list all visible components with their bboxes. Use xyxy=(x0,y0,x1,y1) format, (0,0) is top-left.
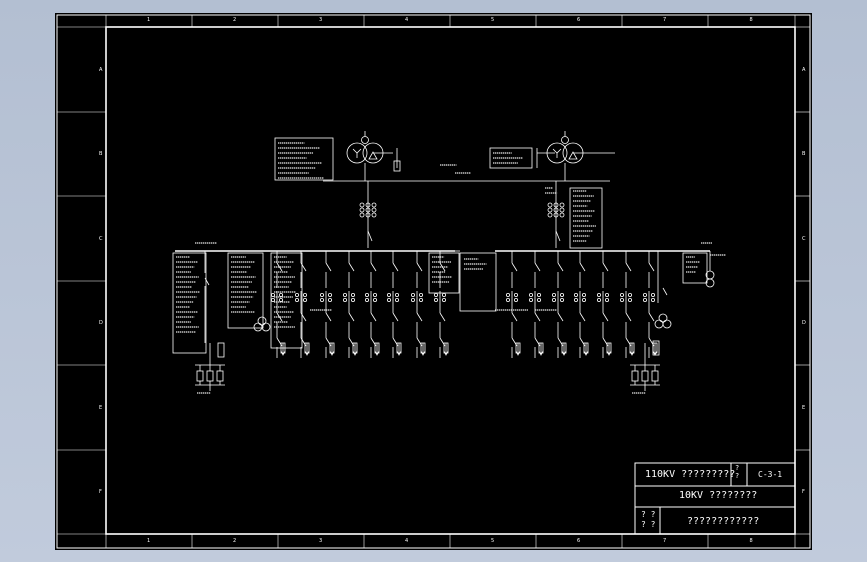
row-label-A: A xyxy=(99,66,103,73)
column-label-4: 4 xyxy=(405,17,409,23)
panel-left-2-text xyxy=(231,256,257,313)
panel-pt-left-text xyxy=(176,256,200,333)
title-block xyxy=(634,462,796,535)
outer-border xyxy=(56,14,811,549)
column-label-8: 8 xyxy=(749,17,753,23)
drawing-name: 10KV ???????? xyxy=(679,490,758,501)
column-label-3: 3 xyxy=(319,17,323,23)
feeder-left-4 xyxy=(342,251,358,358)
bus-coupler-cubicle xyxy=(459,252,497,312)
row-label-right-B: B xyxy=(802,151,806,157)
column-label-7: 7 xyxy=(663,17,667,23)
single-line-diagram xyxy=(56,14,811,549)
fuse xyxy=(217,342,225,358)
feeder-left-3 xyxy=(319,251,335,358)
ct-stack-incomer-2 xyxy=(547,202,565,218)
feeder-right-4 xyxy=(574,251,589,358)
zone-ticks xyxy=(57,15,810,548)
fuse xyxy=(652,340,660,356)
main-transformer-2 xyxy=(546,131,584,164)
feeder-left-5 xyxy=(364,251,380,358)
row-label-B: B xyxy=(99,151,103,157)
row-label-right-A: A xyxy=(802,66,806,73)
feeder-right-2 xyxy=(528,251,544,358)
transformer-1-spec-box xyxy=(274,137,334,181)
wire xyxy=(204,277,210,286)
annotation xyxy=(545,187,558,194)
panel-left-3-box xyxy=(270,252,303,349)
column-label-bottom-6: 6 xyxy=(577,538,581,544)
surge-arrester-left xyxy=(195,364,225,391)
feeder-right-3 xyxy=(551,251,567,358)
feeder-right-5 xyxy=(597,251,612,358)
wire xyxy=(662,287,668,296)
bus-coupler-label xyxy=(464,258,487,270)
feeder-right-6 xyxy=(620,251,635,358)
row-label-E: E xyxy=(99,404,103,411)
transformer-1-spec xyxy=(278,142,324,179)
column-label-2: 2 xyxy=(233,17,237,23)
incomer-2-spec xyxy=(573,190,596,242)
feeder-left-7 xyxy=(410,251,426,358)
wire xyxy=(555,230,561,242)
feeder-left-8 xyxy=(433,251,449,358)
transformer-2-spec xyxy=(493,152,523,164)
row-label-right-D: D xyxy=(802,320,806,326)
drawing-number: C-3-1 xyxy=(758,470,783,479)
panel-left-2-box xyxy=(227,252,264,329)
row-label-F: F xyxy=(99,489,102,495)
panel-left-4-text xyxy=(432,256,453,283)
pt-circle xyxy=(261,322,271,332)
column-label-bottom-7: 7 xyxy=(663,538,667,544)
scale-mark: ? ? xyxy=(735,464,740,480)
main-transformer-1 xyxy=(346,131,384,164)
ct-stack-incomer-1 xyxy=(359,202,377,218)
panel-left-3-text xyxy=(274,256,296,328)
wire xyxy=(367,230,373,242)
panel-pt-left-box xyxy=(172,252,207,354)
column-label-bottom-1: 1 xyxy=(147,538,151,544)
column-label-5: 5 xyxy=(491,17,495,23)
panel-right-pt-text xyxy=(686,256,700,273)
column-label-1: 1 xyxy=(147,17,151,23)
column-label-bottom-3: 3 xyxy=(319,538,323,544)
panel-left-4-box xyxy=(428,252,460,294)
feeder-right-1 xyxy=(505,251,521,358)
column-label-6: 6 xyxy=(577,17,581,23)
pt-circle xyxy=(654,319,664,329)
panel-right-pt-box xyxy=(682,252,708,284)
feeder-left-6 xyxy=(386,251,402,358)
pt-circle xyxy=(658,313,668,323)
feeder-right-7 xyxy=(643,251,658,358)
company-name: ???????????? xyxy=(687,516,760,527)
project-title: 110KV ????????? xyxy=(645,469,736,480)
row-label-right-C: C xyxy=(802,235,806,242)
incomer-2-spec-box xyxy=(569,187,603,249)
column-label-bottom-4: 4 xyxy=(405,538,409,544)
inner-border xyxy=(105,26,796,535)
row-label-right-F: F xyxy=(802,489,805,495)
row-label-right-E: E xyxy=(802,404,806,411)
column-label-bottom-5: 5 xyxy=(491,538,495,544)
row-label-D: D xyxy=(99,320,103,326)
pt-circle xyxy=(253,322,263,332)
title-block-frame xyxy=(634,462,796,535)
pt-circle xyxy=(257,316,267,326)
column-label-bottom-2: 2 xyxy=(233,538,237,544)
pt-circle xyxy=(662,319,672,329)
approval-marks: ? ? ? ? xyxy=(641,510,656,529)
column-label-bottom-8: 8 xyxy=(749,538,753,544)
schematic xyxy=(172,131,726,394)
transformer-2-spec-box xyxy=(489,147,533,169)
surge-arrester-right xyxy=(630,364,660,391)
pt-circle xyxy=(705,278,715,288)
drawing-frame xyxy=(56,14,811,549)
row-label-C: C xyxy=(99,235,103,242)
arrester xyxy=(393,160,401,172)
